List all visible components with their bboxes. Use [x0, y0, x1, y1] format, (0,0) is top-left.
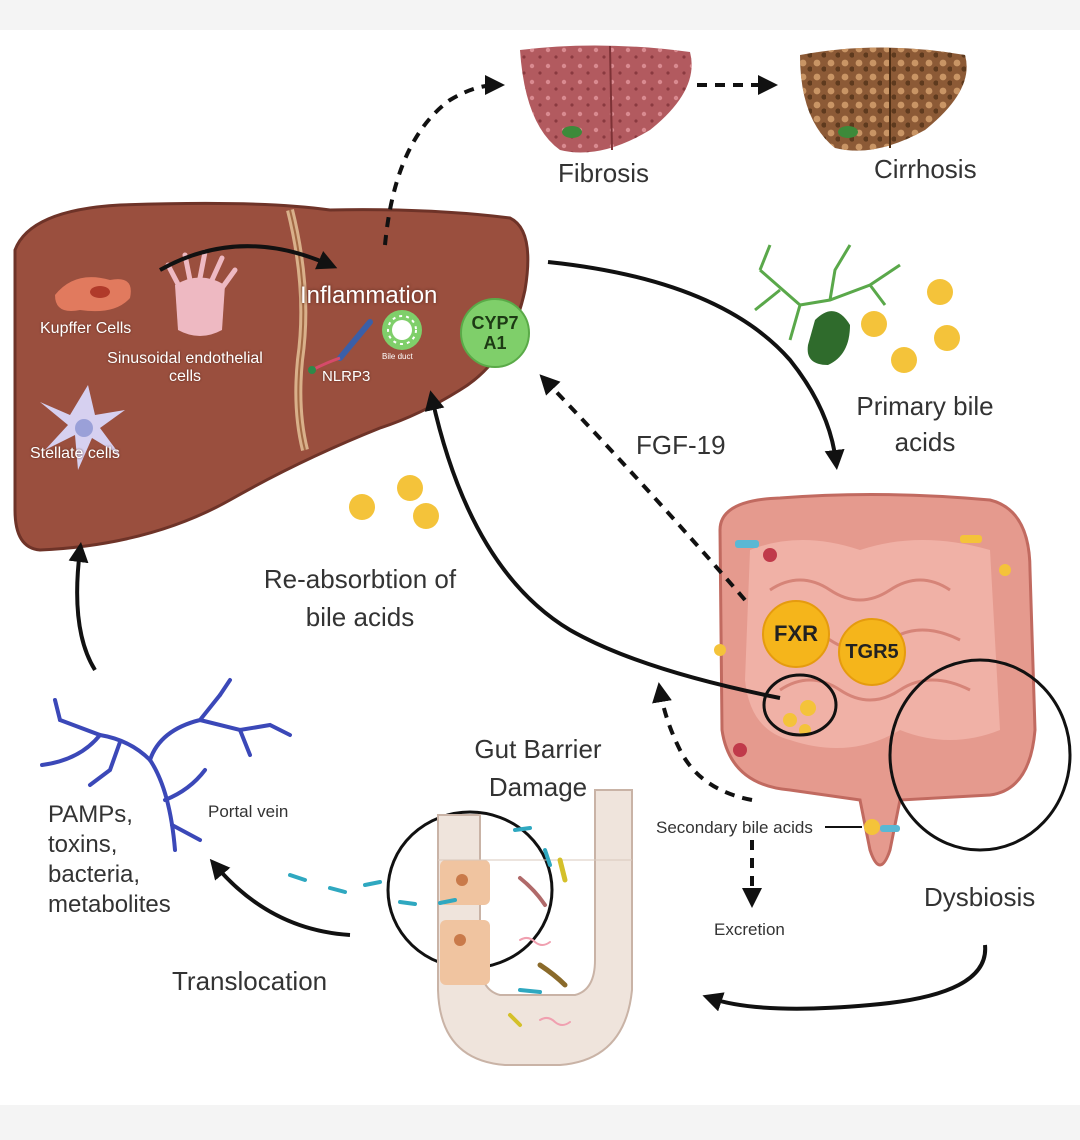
primary-bile-acids-label: Primary bile acids [840, 388, 1010, 460]
gut-villi [437, 789, 633, 1066]
reabsorption-line-1: Re-absorbtion of [263, 564, 457, 594]
dysbiosis-label: Dysbiosis [924, 882, 1036, 912]
pamps-line-4: metabolites [48, 891, 171, 918]
reabsorption-line-2: bile acids [305, 602, 415, 632]
primary-line-1: Primary bile [856, 391, 994, 421]
portal-vein-label: Portal vein [208, 802, 289, 821]
fxr-label: FXR [774, 621, 818, 646]
diagram-graphics [13, 45, 1072, 1066]
portal-vein [40, 678, 292, 852]
fgf19-label: FGF-19 [636, 430, 726, 460]
bacteria-fragments [288, 826, 571, 1027]
reabsorption-label: Re-absorbtion of bile acids [240, 560, 480, 636]
sinusoidal-line-2: cells [168, 368, 201, 385]
fxr-receptor: FXR [762, 600, 830, 668]
gut-barrier-line-2: Damage [488, 772, 588, 802]
tgr5-label: TGR5 [845, 640, 899, 663]
nlrp3-label: NLRP3 [322, 368, 371, 385]
biliary-tree [754, 244, 901, 365]
inflammation-label: Inflammation [300, 282, 438, 309]
pamps-line-2: toxins, [48, 831, 118, 858]
gut-barrier-line-1: Gut Barrier [474, 734, 602, 764]
reabsorption-bile-acid-balls [349, 475, 439, 529]
pamps-line-3: bacteria, [48, 861, 141, 888]
cirrhosis-label: Cirrhosis [874, 154, 977, 184]
cirrhosis-liver [800, 47, 967, 151]
tgr5-receptor: TGR5 [838, 618, 906, 686]
secondary-bile-acid-ball [864, 819, 880, 835]
kupffer-label: Kupffer Cells [40, 320, 132, 337]
primary-bile-acid-balls [861, 279, 960, 373]
excretion-label: Excretion [714, 920, 785, 939]
solid-arrows [68, 244, 988, 1012]
gut-barrier-label: Gut Barrier Damage [458, 730, 618, 806]
sinusoidal-line-1: Sinusoidal endothelial [107, 350, 263, 367]
dashed-arrows [383, 75, 778, 908]
diagram-canvas: CYP7 A1 FXR TGR5 Fibrosis Cirrhosis Infl… [0, 30, 1080, 1105]
pamps-label: PAMPs, toxins, bacteria, metabolites [48, 800, 171, 920]
primary-line-2: acids [894, 427, 956, 457]
translocation-label: Translocation [172, 966, 328, 996]
pamps-line-1: PAMPs, [48, 801, 133, 828]
cyp7-label: CYP7 [471, 313, 519, 333]
fibrosis-liver [520, 45, 692, 153]
fibrosis-label: Fibrosis [558, 158, 650, 188]
cyp7a1-bubble: CYP7 A1 [460, 298, 530, 368]
sinusoidal-label: Sinusoidal endothelial cells [90, 350, 280, 386]
bile-duct-label: Bile duct [382, 352, 413, 361]
secondary-bile-acids-label: Secondary bile acids [656, 818, 813, 837]
stellate-label: Stellate cells [30, 445, 120, 462]
a1-label: A1 [483, 333, 507, 353]
